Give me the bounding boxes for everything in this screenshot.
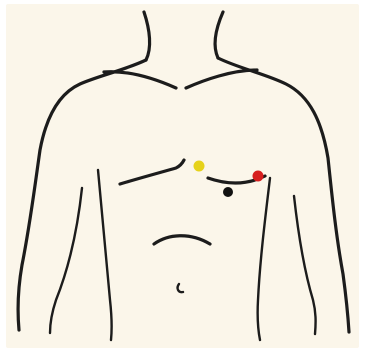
- yellow-electrode: [194, 161, 205, 172]
- red-electrode: [253, 171, 264, 182]
- black-electrode: [223, 187, 233, 197]
- background-panel: [6, 4, 359, 348]
